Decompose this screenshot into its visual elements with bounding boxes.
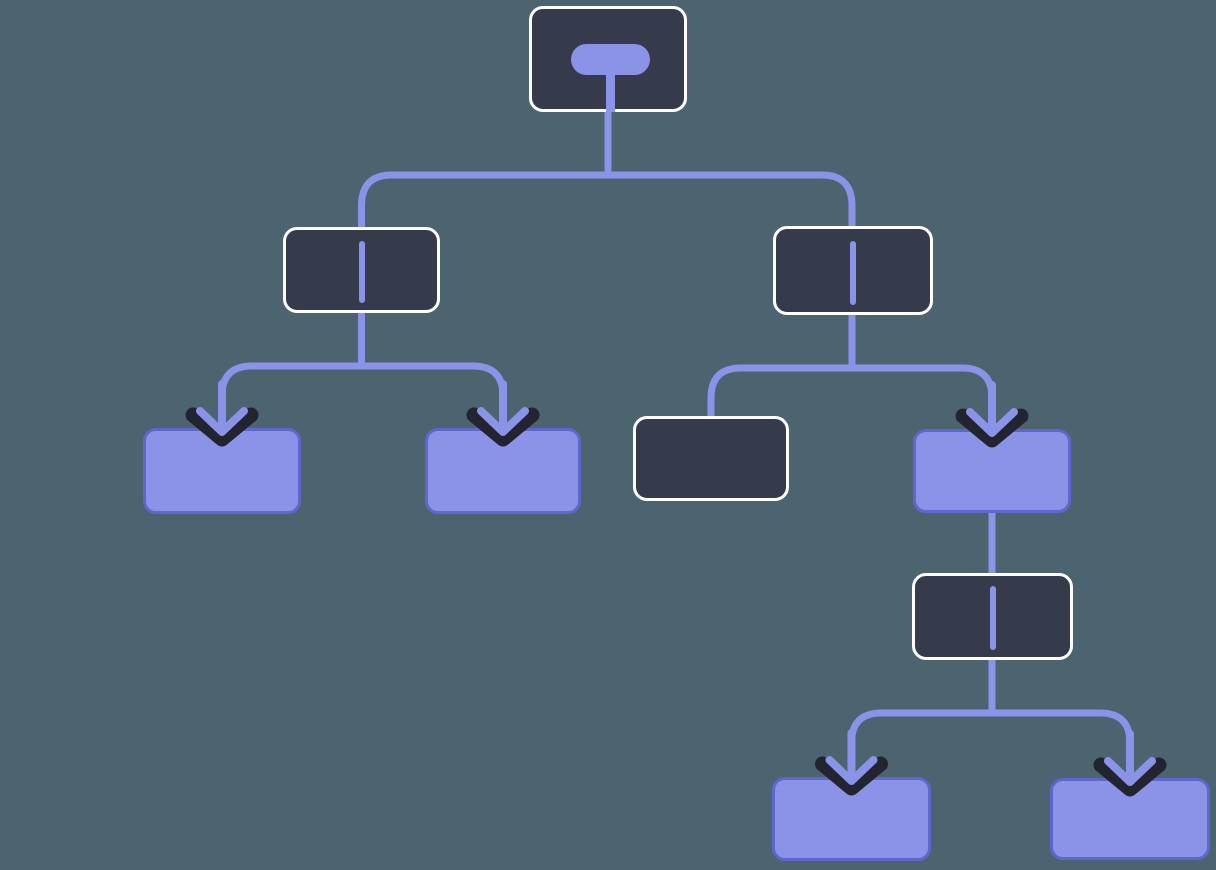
root-node[interactable] xyxy=(529,6,687,112)
connector-root-split xyxy=(358,171,856,229)
leaf-node-1[interactable] xyxy=(143,428,301,514)
pass-through-line-icon xyxy=(850,241,856,305)
leaf-node-3[interactable] xyxy=(913,429,1071,513)
branch-right-node[interactable] xyxy=(773,226,933,315)
pill-stem-icon xyxy=(606,67,615,112)
dark-leaf-node[interactable] xyxy=(633,416,789,501)
connector-left-split xyxy=(218,362,507,426)
connector-bottom-split xyxy=(848,709,1134,776)
leaf-node-2[interactable] xyxy=(425,428,581,514)
branch-left-node[interactable] xyxy=(283,227,440,313)
leaf-node-5[interactable] xyxy=(1050,778,1210,860)
pass-through-line-icon xyxy=(358,241,365,303)
branch-mid-node[interactable] xyxy=(912,573,1073,660)
pass-through-line-icon xyxy=(989,586,996,650)
leaf-node-4[interactable] xyxy=(772,777,931,861)
